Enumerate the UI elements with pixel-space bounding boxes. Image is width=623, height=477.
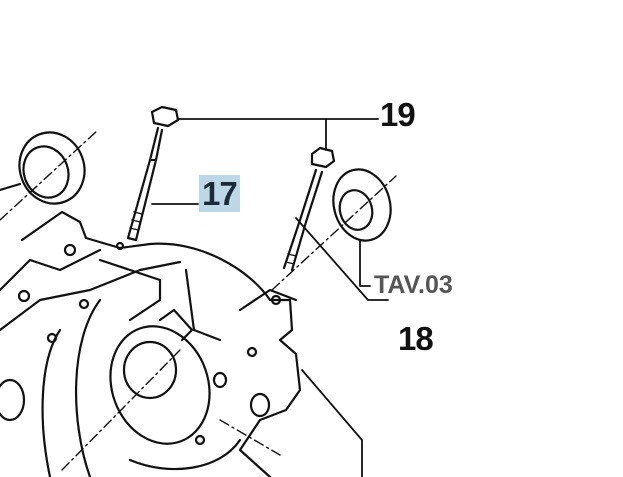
seal-right xyxy=(271,168,397,291)
callout-19[interactable]: 19 xyxy=(380,96,416,133)
callout-17-highlighted[interactable]: 17 xyxy=(199,175,240,212)
crankcase xyxy=(0,210,302,477)
stud-17 xyxy=(126,105,180,242)
callout-18[interactable]: 18 xyxy=(398,320,434,357)
callout-tav03-link[interactable]: TAV.03 xyxy=(374,271,453,299)
leader-lines xyxy=(151,118,389,477)
seal-left xyxy=(0,129,99,221)
stud-18 xyxy=(282,146,336,272)
